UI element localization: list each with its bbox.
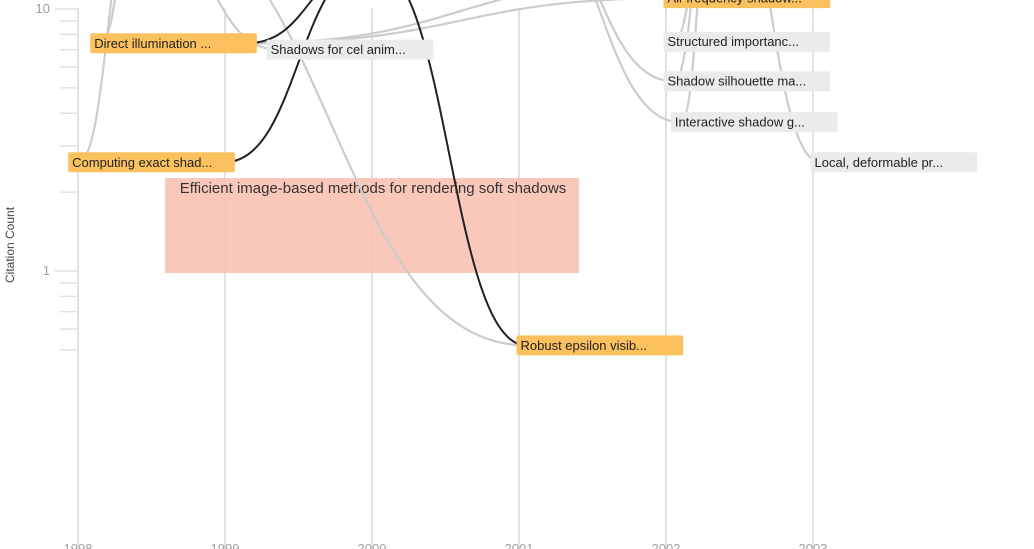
paper-node[interactable]: All-frequency shadow... bbox=[663, 0, 831, 9]
paper-node-box bbox=[670, 112, 838, 133]
citation-link bbox=[679, 0, 699, 124]
citation-link bbox=[767, 0, 821, 164]
focus-paper[interactable]: Efficient image-based methods for render… bbox=[165, 178, 579, 273]
focus-citation-link bbox=[224, 0, 327, 164]
x-tick-label: 2001 bbox=[505, 541, 534, 549]
paper-node-box bbox=[516, 335, 684, 356]
paper-node[interactable]: Shadows for cel anim... bbox=[266, 39, 434, 60]
paper-node-label: Shadow silhouette ma... bbox=[668, 74, 807, 89]
paper-node-box bbox=[663, 0, 831, 9]
paper-node-label: Interactive shadow g... bbox=[675, 115, 805, 130]
citation-link bbox=[598, 0, 674, 83]
y-tick-label: 1 bbox=[43, 263, 50, 278]
paper-node-label: All-frequency shadow... bbox=[668, 0, 802, 6]
paper-node-box bbox=[90, 33, 257, 54]
x-tick-label: 2003 bbox=[799, 541, 828, 549]
paper-node-box bbox=[663, 71, 831, 92]
x-tick-labels: 1998199920002001200220032005 bbox=[64, 541, 828, 549]
paper-node-label: Robust epsilon visib... bbox=[521, 338, 647, 353]
x-tick-label: 2002 bbox=[652, 541, 681, 549]
focus-citation-link bbox=[407, 0, 527, 347]
paper-node-box bbox=[266, 39, 434, 60]
paper-node[interactable]: Robust epsilon visib... bbox=[516, 335, 684, 356]
x-tick-label: 2000 bbox=[358, 541, 387, 549]
paper-node-label: Computing exact shad... bbox=[72, 155, 212, 170]
paper-node[interactable]: Interactive shadow g... bbox=[670, 112, 838, 133]
paper-node-box bbox=[663, 31, 831, 52]
paper-node[interactable]: Local, deformable pr... bbox=[810, 152, 978, 173]
paper-node-label: Structured importanc... bbox=[668, 34, 800, 49]
paper-node[interactable]: Computing exact shad... bbox=[68, 152, 235, 173]
paper-node-label: Shadows for cel anim... bbox=[271, 42, 406, 57]
paper-node-label: Local, deformable pr... bbox=[815, 155, 944, 170]
paper-nodes: Fast calculation of ...Precomputed radia… bbox=[68, 0, 978, 356]
focus-paper-title: Efficient image-based methods for render… bbox=[180, 180, 567, 197]
citation-link bbox=[268, 0, 527, 347]
x-tick-label: 1999 bbox=[211, 541, 240, 549]
paper-node[interactable]: Shadow silhouette ma... bbox=[663, 71, 831, 92]
grid-lines bbox=[77, 8, 814, 549]
citation-link bbox=[594, 0, 681, 124]
paper-node[interactable]: Direct illumination ... bbox=[90, 33, 257, 54]
paper-node-label: Direct illumination ... bbox=[94, 36, 211, 51]
paper-node-box bbox=[68, 152, 235, 173]
y-tick-label: 10 bbox=[36, 1, 50, 16]
focus-highlight-box bbox=[165, 178, 579, 273]
paper-node-box bbox=[810, 152, 978, 173]
citation-link bbox=[672, 0, 693, 83]
citation-link bbox=[77, 0, 113, 164]
y-axis-label: Citation Count bbox=[3, 206, 17, 283]
y-axis: 110100 bbox=[36, 1, 79, 549]
focus-citation-link bbox=[246, 0, 314, 45]
paper-node[interactable]: Structured importanc... bbox=[663, 31, 831, 52]
